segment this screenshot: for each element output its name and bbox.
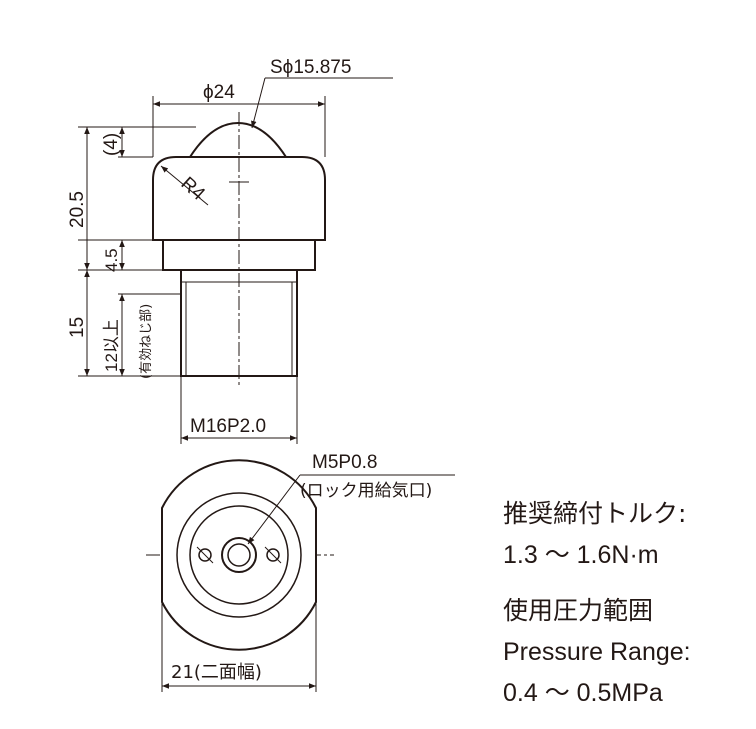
sphere-label: Sϕ15.875 <box>270 57 351 78</box>
thread-size-label: M16P2.0 <box>190 416 266 437</box>
collar-height-label: 4.5 <box>102 248 121 272</box>
inner-circle <box>189 505 289 605</box>
pressure-value: 0.4 〜 0.5MPa <box>503 679 663 707</box>
top-view: M5P0.8 (ロック用給気口) 21(二面幅) <box>146 452 455 692</box>
diameter-label: ϕ24 <box>203 82 235 103</box>
effective-thread-note: (有効ねじ部) <box>139 304 154 379</box>
effective-thread-label: 12以上 <box>102 319 121 372</box>
pressure-label-jp: 使用圧力範囲 <box>503 596 654 625</box>
pressure-label-en: Pressure Range: <box>503 638 691 666</box>
port-size-label: M5P0.8 <box>312 452 377 473</box>
port-note-label: (ロック用給気口) <box>300 481 432 501</box>
collar-circle <box>176 492 302 618</box>
torque-value: 1.3 〜 1.6N·m <box>503 541 659 569</box>
center-port-inner <box>227 543 251 567</box>
ball-height-label: (4) <box>101 133 122 156</box>
side-view: R4 ϕ24 Sϕ15.875 20.5 (4) 4.5 15 12以上 (有効… <box>67 57 393 444</box>
torque-label: 推奨締付トルク: <box>503 499 687 528</box>
ball-sphere <box>188 121 288 158</box>
total-height-label: 20.5 <box>67 191 88 228</box>
thread-length-label: 15 <box>67 317 88 338</box>
across-flats-label: 21(二面幅) <box>171 662 262 683</box>
